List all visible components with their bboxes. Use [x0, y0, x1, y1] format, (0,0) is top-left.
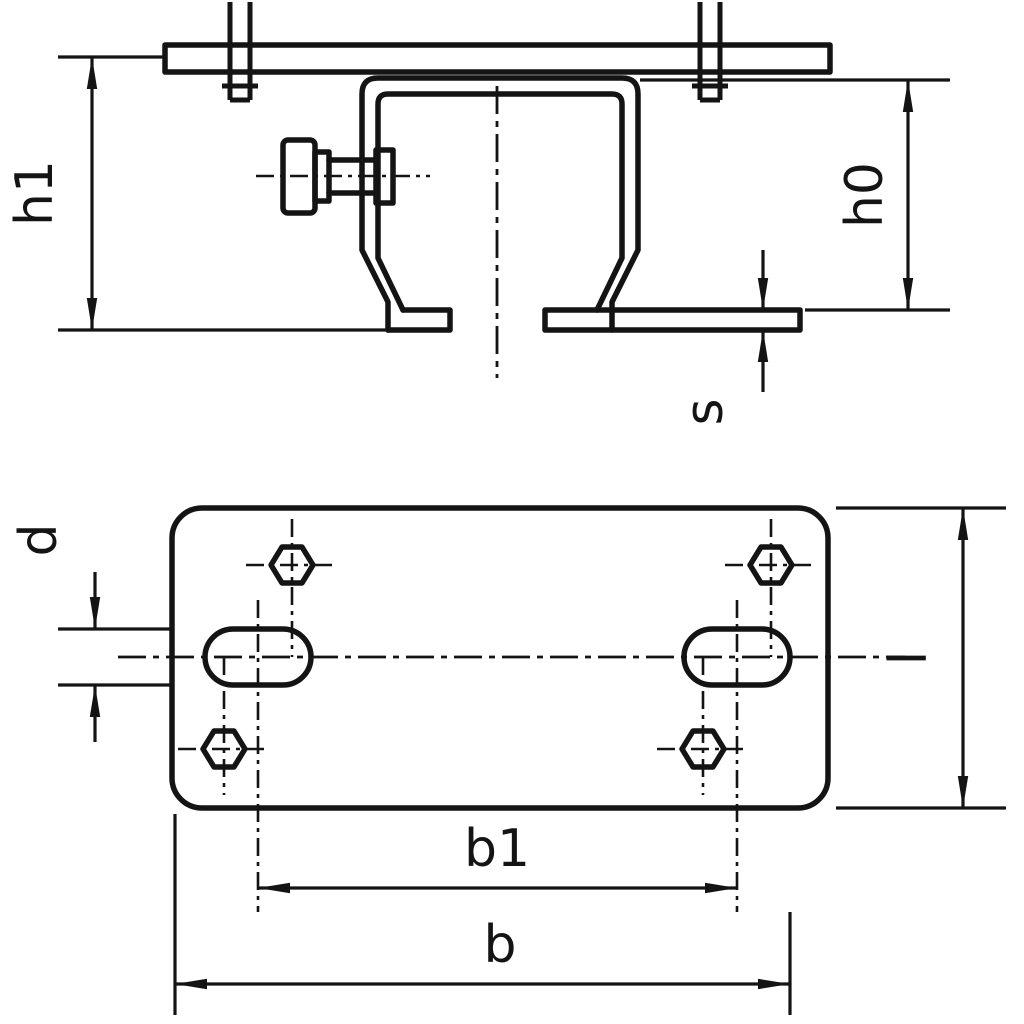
dim-s: s: [675, 250, 769, 426]
dim-h0: h0: [640, 78, 950, 312]
hex-hole-top-right: [747, 544, 795, 586]
dim-d: d: [9, 523, 101, 742]
hex-hole-bottom-left: [200, 728, 248, 770]
hanger-bolt-right: [692, 2, 728, 103]
hex-hole-top-left: [268, 544, 316, 586]
dim-h0-extension-lines: [640, 78, 950, 312]
dim-label-d: d: [9, 523, 69, 556]
mounting-plate: [162, 42, 833, 75]
front-view: h1 h0 s: [5, 2, 950, 426]
rail-profile: [359, 75, 803, 333]
dim-label-l: l: [879, 651, 939, 665]
dim-h1: h1: [5, 55, 386, 332]
plan-view: d l b1 b: [9, 505, 1006, 1015]
rail-outer-contour: [359, 75, 641, 333]
rail-inner-contour: [375, 91, 625, 313]
hex-hole-center-lines: [178, 519, 817, 795]
dim-label-h0: h0: [835, 162, 895, 228]
adjustment-bolt: [256, 137, 430, 216]
rail-left-flange: [385, 307, 453, 333]
dim-label-s: s: [675, 398, 735, 425]
dim-label-b1: b1: [464, 819, 530, 879]
slot-extension-lines: [58, 627, 170, 687]
rail-right-flange: [542, 307, 803, 333]
dim-h1-extension-lines: [58, 55, 386, 332]
dim-l-extension-lines: [836, 506, 1006, 810]
dim-l: l: [836, 506, 1006, 810]
dim-label-h1: h1: [5, 160, 65, 226]
dim-label-b: b: [483, 915, 516, 975]
dim-b: b: [173, 814, 792, 1015]
hanger-bolt-left: [222, 2, 258, 103]
dim-b1: b1: [258, 819, 737, 894]
hex-hole-bottom-right: [679, 728, 727, 770]
bolt-shaft: [326, 157, 379, 196]
